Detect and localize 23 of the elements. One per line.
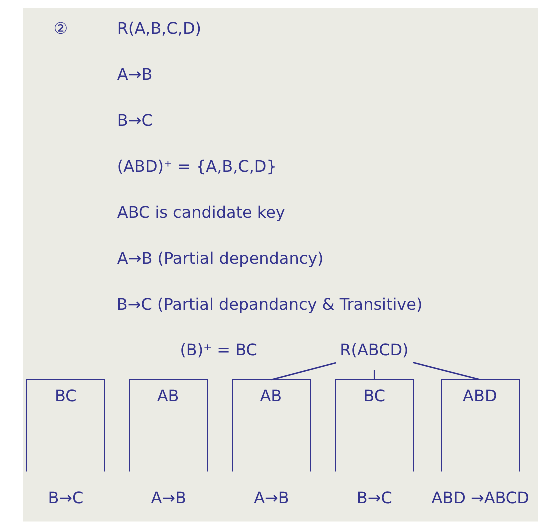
- connector: [373, 370, 375, 380]
- node-label: B→C: [48, 488, 84, 508]
- node-text: AB: [260, 386, 282, 406]
- node-text: R(ABCD): [340, 340, 408, 360]
- node-label: A→B: [254, 488, 289, 508]
- label: B→C: [116, 110, 152, 130]
- label: B→C (Partial depandancy & Transitive): [116, 294, 422, 314]
- node-label: B→C: [356, 488, 392, 508]
- label: A→B (Partial dependancy): [116, 248, 324, 268]
- label: A→B: [116, 64, 152, 84]
- node-text: ABD: [462, 386, 497, 406]
- label: ABC is candidate key: [116, 202, 285, 222]
- node-text: AB: [156, 386, 179, 406]
- label: (B)⁺ = BC: [180, 340, 257, 360]
- label: ②: [53, 19, 68, 38]
- label: R(A,B,C,D): [116, 19, 202, 38]
- connector: [412, 362, 480, 381]
- node-text: BC: [54, 386, 76, 406]
- node-label: A→B: [150, 488, 186, 508]
- node-label: ABD →ABCD: [431, 488, 529, 508]
- label: (ABD)⁺ = {A,B,C,D}: [116, 156, 276, 176]
- node-text: BC: [363, 386, 385, 406]
- connector: [271, 362, 336, 381]
